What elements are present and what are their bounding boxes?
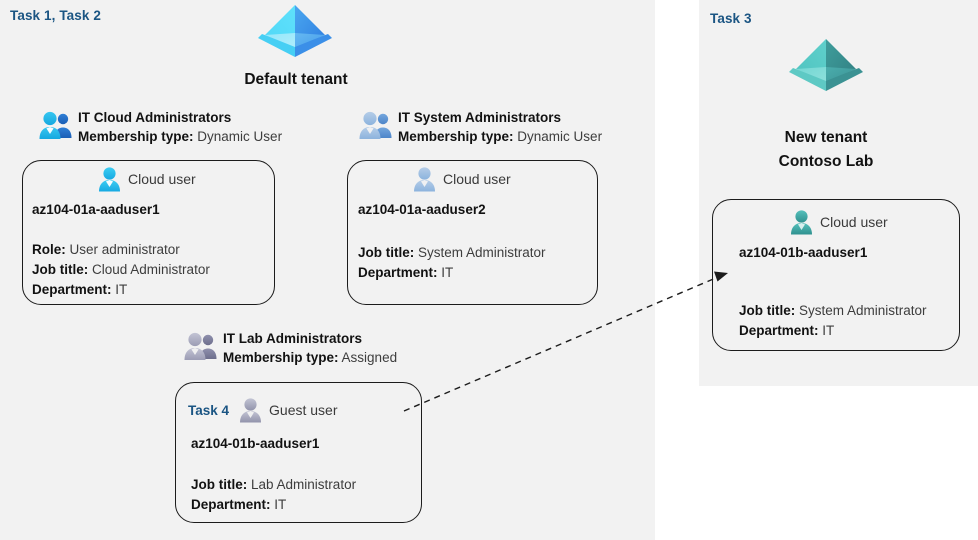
new-tenant-label-line2: Contoso Lab [778, 153, 874, 170]
card4-jobtitle-key: Job title: [739, 303, 796, 318]
card-aaduser1-contoso[interactable] [712, 199, 960, 351]
card2-rows: Job title: System Administrator Departme… [358, 243, 546, 283]
new-tenant-label-line1: New tenant [784, 129, 868, 146]
cloud-user-icon [97, 166, 122, 192]
card3-head: Task 4 Guest user [188, 397, 338, 423]
task-tag-left: Task 1, Task 2 [10, 8, 101, 23]
card3-jobtitle-key: Job title: [191, 477, 248, 492]
card4-user-type: Cloud user [820, 214, 888, 230]
default-tenant-label: Default tenant [244, 71, 348, 88]
card2-head: Cloud user [412, 166, 511, 192]
card2-department-value: IT [441, 265, 454, 280]
card1-row-department: Department: IT [32, 280, 210, 300]
card-guest-aaduser1[interactable] [175, 382, 422, 523]
group-membership-value: Assigned [341, 350, 398, 365]
card1-row-role: Role: User administrator [32, 240, 210, 260]
card1-rows: Role: User administrator Job title: Clou… [32, 240, 210, 300]
default-tenant-panel [0, 0, 655, 540]
group-users-icon [38, 110, 74, 142]
card4-department-key: Department: [739, 323, 819, 338]
group-membership: Membership type: Dynamic User [398, 127, 602, 147]
group-membership-key: Membership type: [398, 129, 514, 144]
card1-head: Cloud user [97, 166, 196, 192]
group-membership: Membership type: Dynamic User [78, 127, 282, 147]
card1-row-jobtitle: Job title: Cloud Administrator [32, 260, 210, 280]
card3-jobtitle-value: Lab Administrator [251, 477, 357, 492]
card1-role-value: User administrator [69, 242, 180, 257]
group-membership-value: Dynamic User [197, 129, 283, 144]
card1-jobtitle-key: Job title: [32, 262, 89, 277]
azure-ad-tenant-icon-default [256, 2, 334, 64]
cloud-user-icon [412, 166, 437, 192]
group-title: IT Cloud Administrators [78, 110, 232, 125]
group-users-icon [358, 110, 394, 142]
group-membership-value: Dynamic User [517, 129, 603, 144]
card1-user-type: Cloud user [128, 171, 196, 187]
card-aaduser1-default[interactable] [22, 160, 275, 305]
card3-user-type: Guest user [269, 402, 338, 418]
card4-head: Cloud user [789, 209, 888, 235]
card4-row-department: Department: IT [739, 321, 927, 341]
card3-row-jobtitle: Job title: Lab Administrator [191, 475, 356, 495]
task-tag-card3: Task 4 [188, 402, 230, 418]
cloud-user-icon [789, 209, 814, 235]
card4-row-jobtitle: Job title: System Administrator [739, 301, 927, 321]
group-title: IT Lab Administrators [223, 331, 363, 346]
card2-jobtitle-value: System Administrator [418, 245, 546, 260]
card4-user-name: az104-01b-aaduser1 [739, 245, 868, 260]
card2-jobtitle-key: Job title: [358, 245, 415, 260]
card1-jobtitle-value: Cloud Administrator [92, 262, 210, 277]
card2-row-jobtitle: Job title: System Administrator [358, 243, 546, 263]
card1-department-key: Department: [32, 282, 112, 297]
group-title: IT System Administrators [398, 110, 562, 125]
group-membership: Membership type: Assigned [223, 348, 397, 368]
azure-ad-tenant-icon-new [787, 36, 865, 98]
guest-user-icon [238, 397, 263, 423]
card4-department-value: IT [822, 323, 835, 338]
group-membership-key: Membership type: [223, 350, 339, 365]
card3-user-name: az104-01b-aaduser1 [191, 436, 320, 451]
card3-department-value: IT [274, 497, 287, 512]
card2-user-name: az104-01a-aaduser2 [358, 202, 486, 217]
card4-jobtitle-value: System Administrator [799, 303, 927, 318]
card2-row-department: Department: IT [358, 263, 546, 283]
card3-rows: Job title: Lab Administrator Department:… [191, 475, 356, 515]
task-tag-right: Task 3 [710, 11, 752, 26]
card4-rows: Job title: System Administrator Departme… [739, 301, 927, 341]
card2-user-type: Cloud user [443, 171, 511, 187]
card1-user-name: az104-01a-aaduser1 [32, 202, 160, 217]
card3-row-department: Department: IT [191, 495, 356, 515]
group-membership-key: Membership type: [78, 129, 194, 144]
card1-department-value: IT [115, 282, 128, 297]
card3-department-key: Department: [191, 497, 271, 512]
card1-role-key: Role: [32, 242, 66, 257]
card2-department-key: Department: [358, 265, 438, 280]
group-users-icon [183, 331, 219, 363]
